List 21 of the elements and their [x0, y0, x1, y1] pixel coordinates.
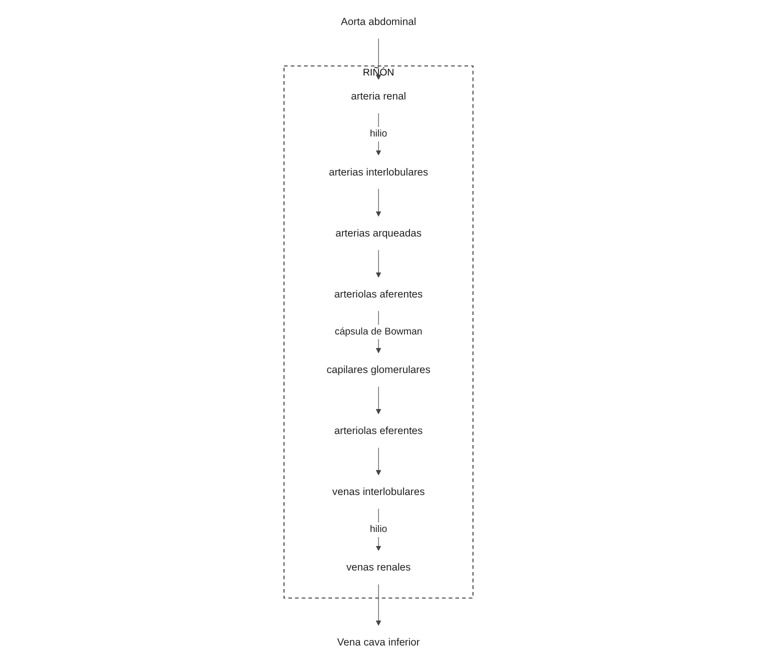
- edge-label: cápsula de Bowman: [335, 326, 423, 337]
- edge-label: hilio: [370, 128, 388, 140]
- arrow: [376, 38, 382, 80]
- arrow: [376, 250, 382, 278]
- node-text: arterias interlobulares: [329, 166, 429, 178]
- arrow: [376, 447, 382, 476]
- node-text: arteria renal: [351, 90, 407, 102]
- node-text: capilares glomerulares: [327, 364, 431, 376]
- arrow: [376, 188, 382, 217]
- node-text: arterias arqueadas: [336, 227, 422, 239]
- node-text: venas interlobulares: [332, 486, 426, 498]
- arrow: [376, 584, 382, 626]
- node-text: arteriolas eferentes: [334, 424, 424, 436]
- node-text: arteriolas aferentes: [334, 288, 424, 300]
- node-text: Aorta abdominal: [341, 16, 417, 28]
- node-text: venas renales: [346, 562, 412, 574]
- edge-label: hilio: [370, 524, 388, 535]
- arrow: [376, 386, 382, 414]
- arrow: [376, 113, 382, 156]
- arrow: [376, 508, 382, 551]
- node-text: Vena cava inferior: [338, 636, 420, 648]
